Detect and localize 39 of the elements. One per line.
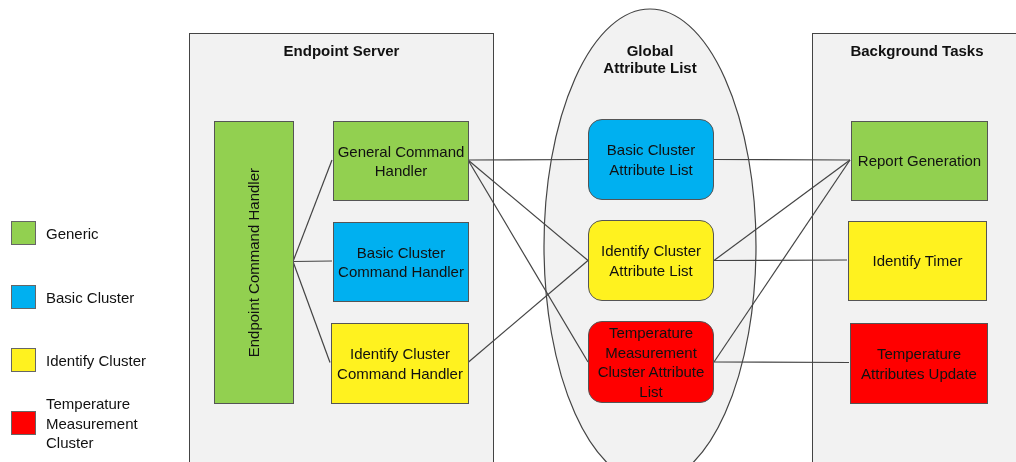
connector-line bbox=[467, 259, 589, 364]
container-panel bbox=[812, 33, 1016, 462]
box-label: General Command Handler bbox=[336, 141, 466, 181]
legend-label: Temperature Measurement Cluster bbox=[46, 394, 139, 453]
component-box bbox=[588, 321, 714, 403]
connector-line bbox=[713, 259, 848, 262]
component-box bbox=[850, 323, 988, 404]
connector-line bbox=[713, 159, 851, 262]
legend-label: Basic Cluster bbox=[46, 288, 136, 308]
component-box bbox=[848, 221, 987, 301]
group-title: Global Attribute List bbox=[602, 42, 698, 76]
box-label: Identify Cluster Attribute List bbox=[599, 241, 702, 280]
connector-line bbox=[467, 158, 589, 161]
component-box bbox=[333, 222, 469, 302]
container-panel bbox=[189, 33, 494, 462]
connector-line bbox=[713, 159, 851, 363]
box-label: Report Generation bbox=[857, 151, 982, 171]
connector-line bbox=[713, 158, 851, 161]
component-box bbox=[851, 121, 988, 201]
box-label: Temperature Attributes Update bbox=[860, 344, 978, 383]
box-label: Basic Cluster Attribute List bbox=[605, 140, 697, 179]
component-box bbox=[588, 119, 714, 200]
connector-line bbox=[467, 159, 589, 363]
panel-title: Background Tasks bbox=[849, 42, 985, 59]
panel-title: Endpoint Server bbox=[282, 42, 401, 59]
box-label: Identify Cluster Command Handler bbox=[336, 344, 464, 383]
box-label: Temperature Measurement Cluster Attribute List bbox=[596, 323, 706, 401]
connector-line bbox=[713, 361, 850, 364]
component-box bbox=[588, 220, 714, 301]
legend-label: Identify Cluster bbox=[46, 351, 148, 371]
component-box bbox=[214, 121, 294, 404]
connector-line bbox=[467, 159, 589, 262]
box-label: Identify Timer bbox=[872, 251, 963, 271]
box-label: Endpoint Command Handler bbox=[244, 167, 264, 358]
legend-label: Generic bbox=[46, 224, 100, 244]
box-label: Basic Cluster Command Handler bbox=[337, 242, 465, 282]
connector-line bbox=[292, 260, 333, 263]
component-box bbox=[333, 121, 469, 201]
component-box bbox=[331, 323, 469, 404]
